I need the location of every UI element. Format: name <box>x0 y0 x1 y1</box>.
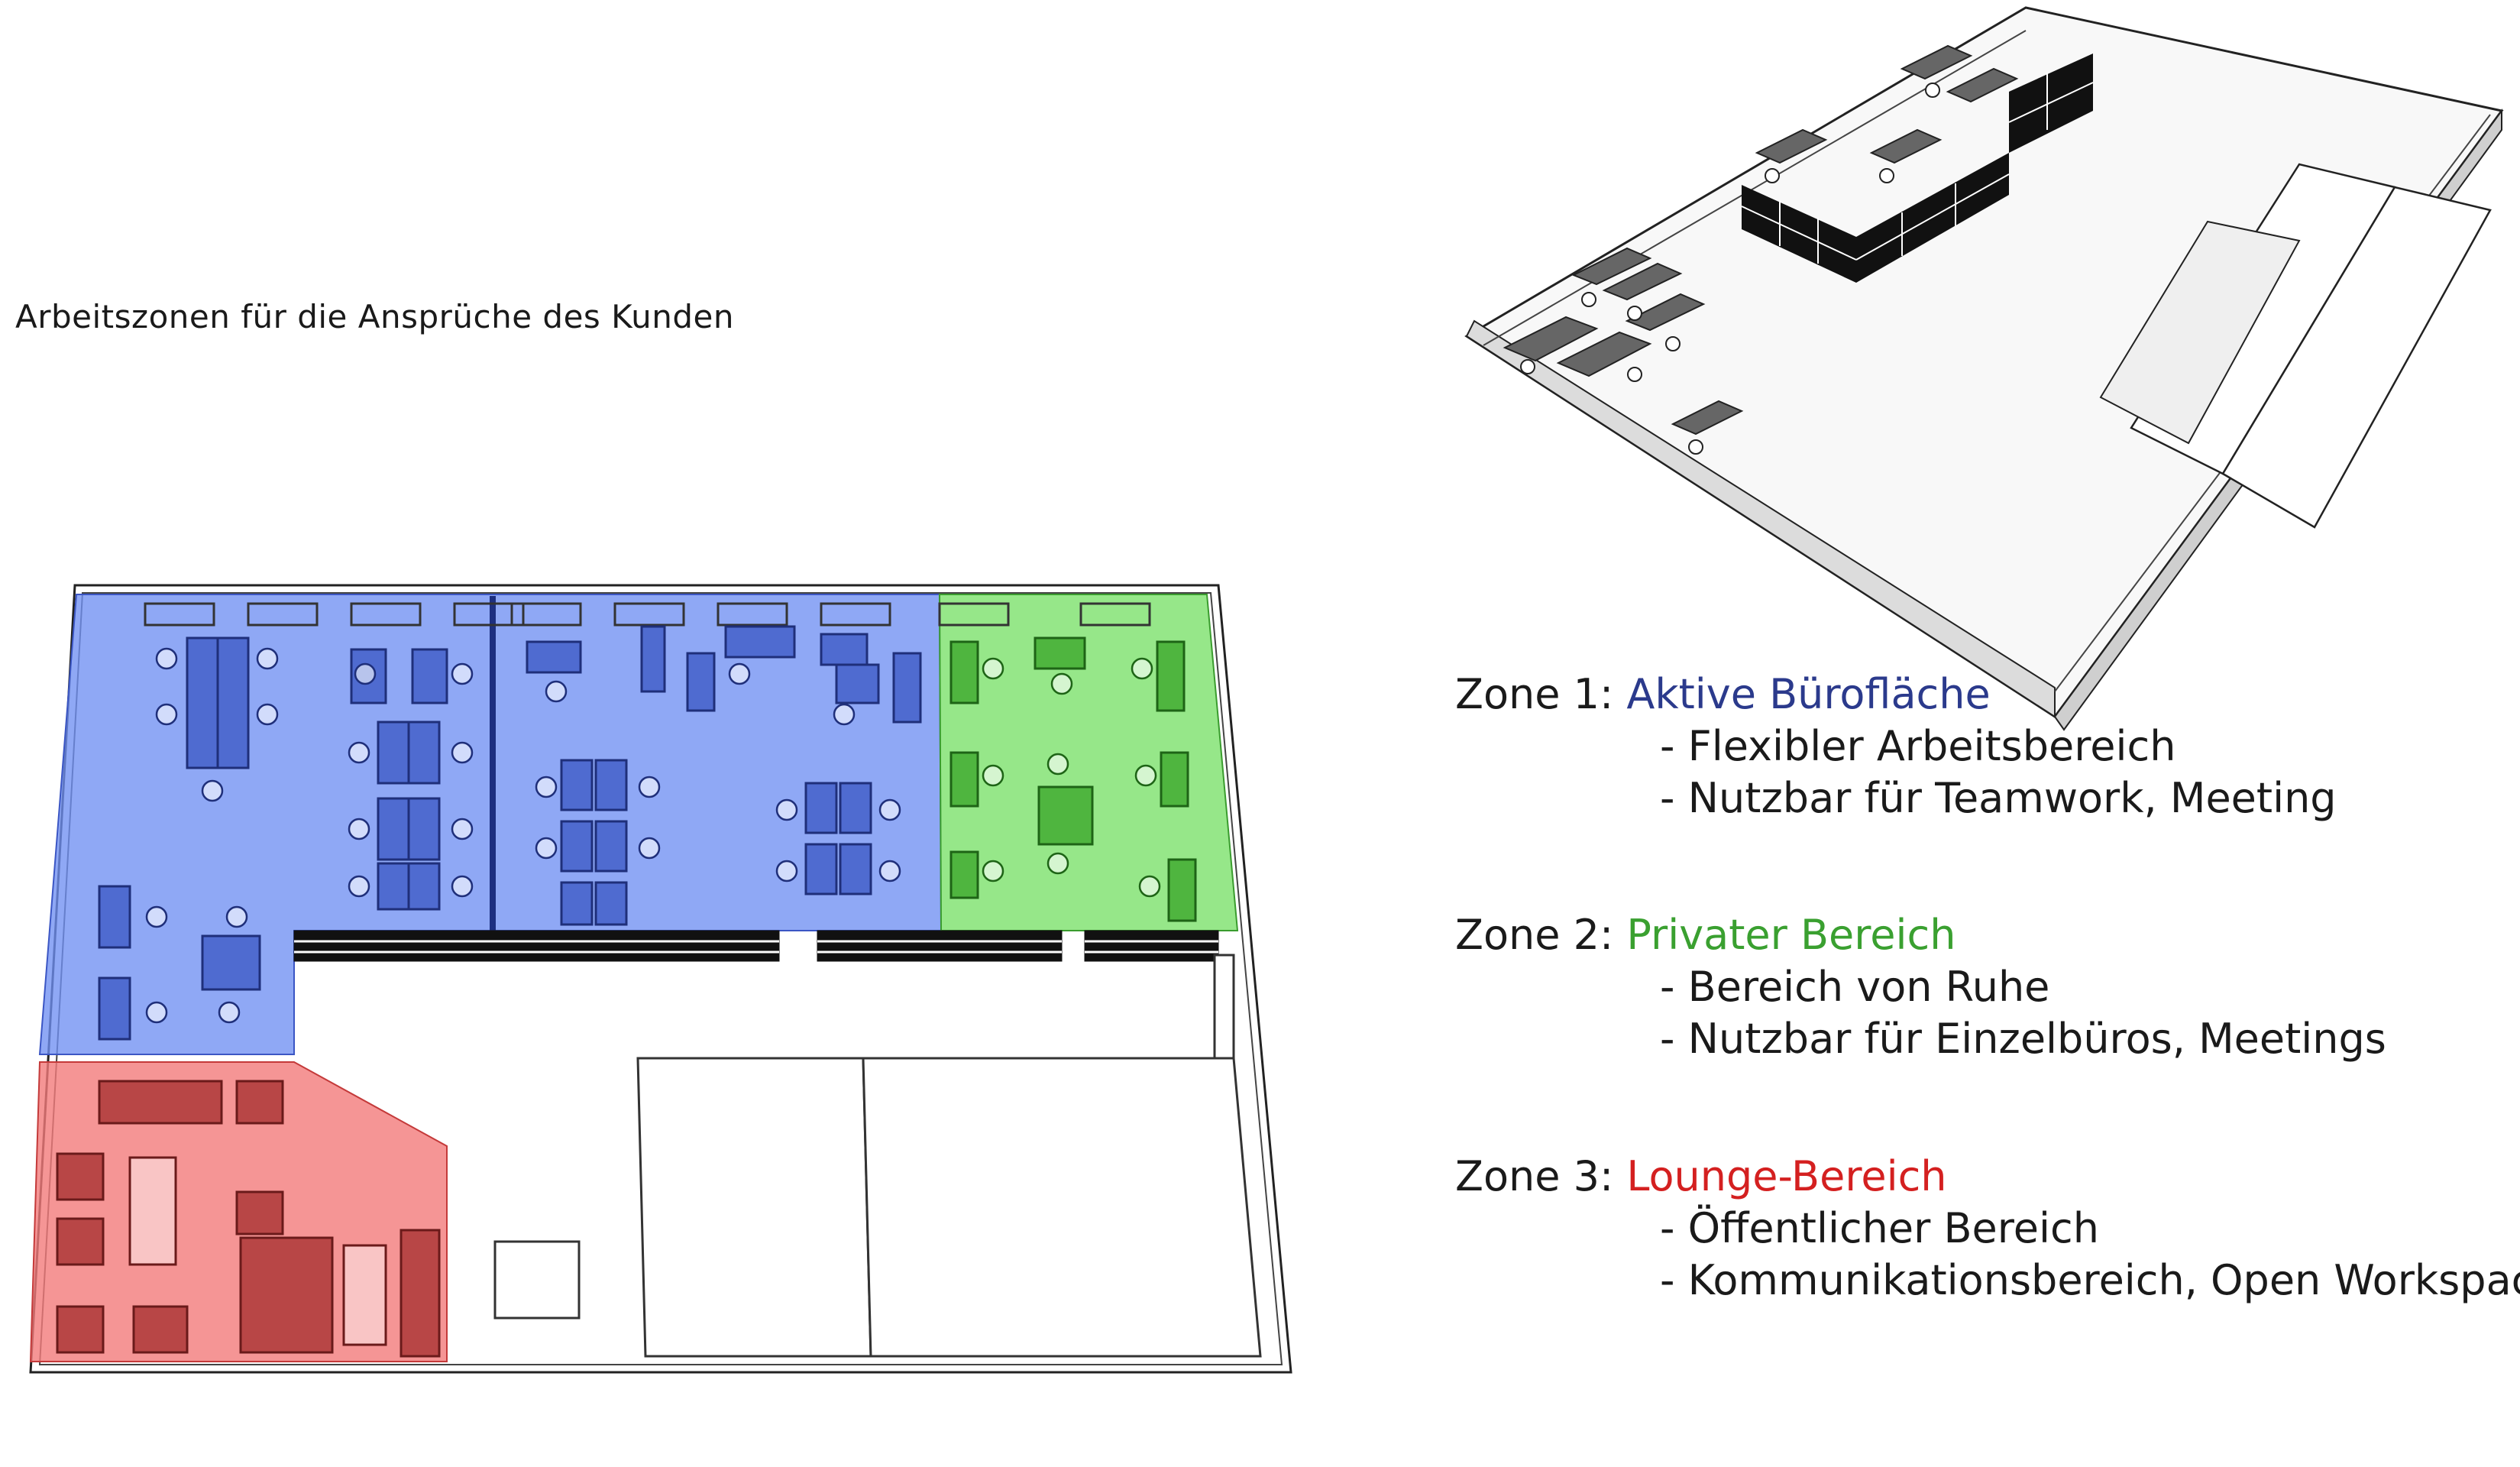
zone-3-prefix: Zone 3: <box>1455 1152 1614 1200</box>
zone-2-item: Bereich von Ruhe <box>1455 961 2386 1013</box>
model-inner-edge <box>1483 30 2027 346</box>
zone-3-tables <box>128 1156 387 1346</box>
zone-3-item: Kommunikationsbereich, Open Workspace <box>1455 1255 2520 1307</box>
model-room-b <box>2221 186 2492 529</box>
model-shelving-grid <box>1741 73 2094 264</box>
zone-2-name: Privater Bereich <box>1626 911 1956 959</box>
zone-floor-plan <box>29 584 1292 1374</box>
zone-3-heading: Zone 3: Lounge-Bereich <box>1455 1151 2520 1203</box>
model-room-c <box>2099 220 2301 445</box>
service-rooms <box>493 954 1262 1358</box>
page-subtitle: Arbeitszonen für die Ansprüche des Kunde… <box>15 298 734 335</box>
zone-1-chairs <box>145 647 901 1024</box>
zone-3-sofas <box>56 1080 441 1358</box>
zone-1-divider <box>490 596 496 932</box>
windows <box>144 602 1151 627</box>
zone-2-desks <box>949 636 1197 922</box>
zone-3-name: Lounge-Bereich <box>1626 1152 1947 1200</box>
model-desks <box>1503 44 2019 436</box>
zone-1-prefix: Zone 1: <box>1455 670 1614 718</box>
zone-1-item: Nutzbar für Teamwork, Meeting <box>1455 772 2337 824</box>
shelving-grid <box>294 940 1218 954</box>
zone-2-item: Nutzbar für Einzelbüros, Meetings <box>1455 1013 2386 1065</box>
zone-3-item: Öffentlicher Bereich <box>1455 1203 2520 1255</box>
model-chairs <box>1520 83 1940 455</box>
perspective-office-model <box>1464 6 2504 731</box>
zone-1-name: Aktive Bürofläche <box>1626 670 1991 718</box>
zone-1-item: Flexibler Arbeitsbereich <box>1455 721 2337 772</box>
zone-2-chairs <box>982 657 1161 898</box>
zone-3-legend: Zone 3: Lounge-Bereich Öffentlicher Bere… <box>1455 1151 2520 1307</box>
zone-2-heading: Zone 2: Privater Bereich <box>1455 909 2386 961</box>
shelving-band <box>293 930 1219 962</box>
zone-2-legend: Zone 2: Privater Bereich Bereich von Ruh… <box>1455 909 2386 1065</box>
model-wall-front <box>1465 319 2056 718</box>
zone-1-legend: Zone 1: Aktive Bürofläche Flexibler Arbe… <box>1455 669 2337 824</box>
zone-1-heading: Zone 1: Aktive Bürofläche <box>1455 669 2337 721</box>
zone-2-prefix: Zone 2: <box>1455 911 1614 959</box>
